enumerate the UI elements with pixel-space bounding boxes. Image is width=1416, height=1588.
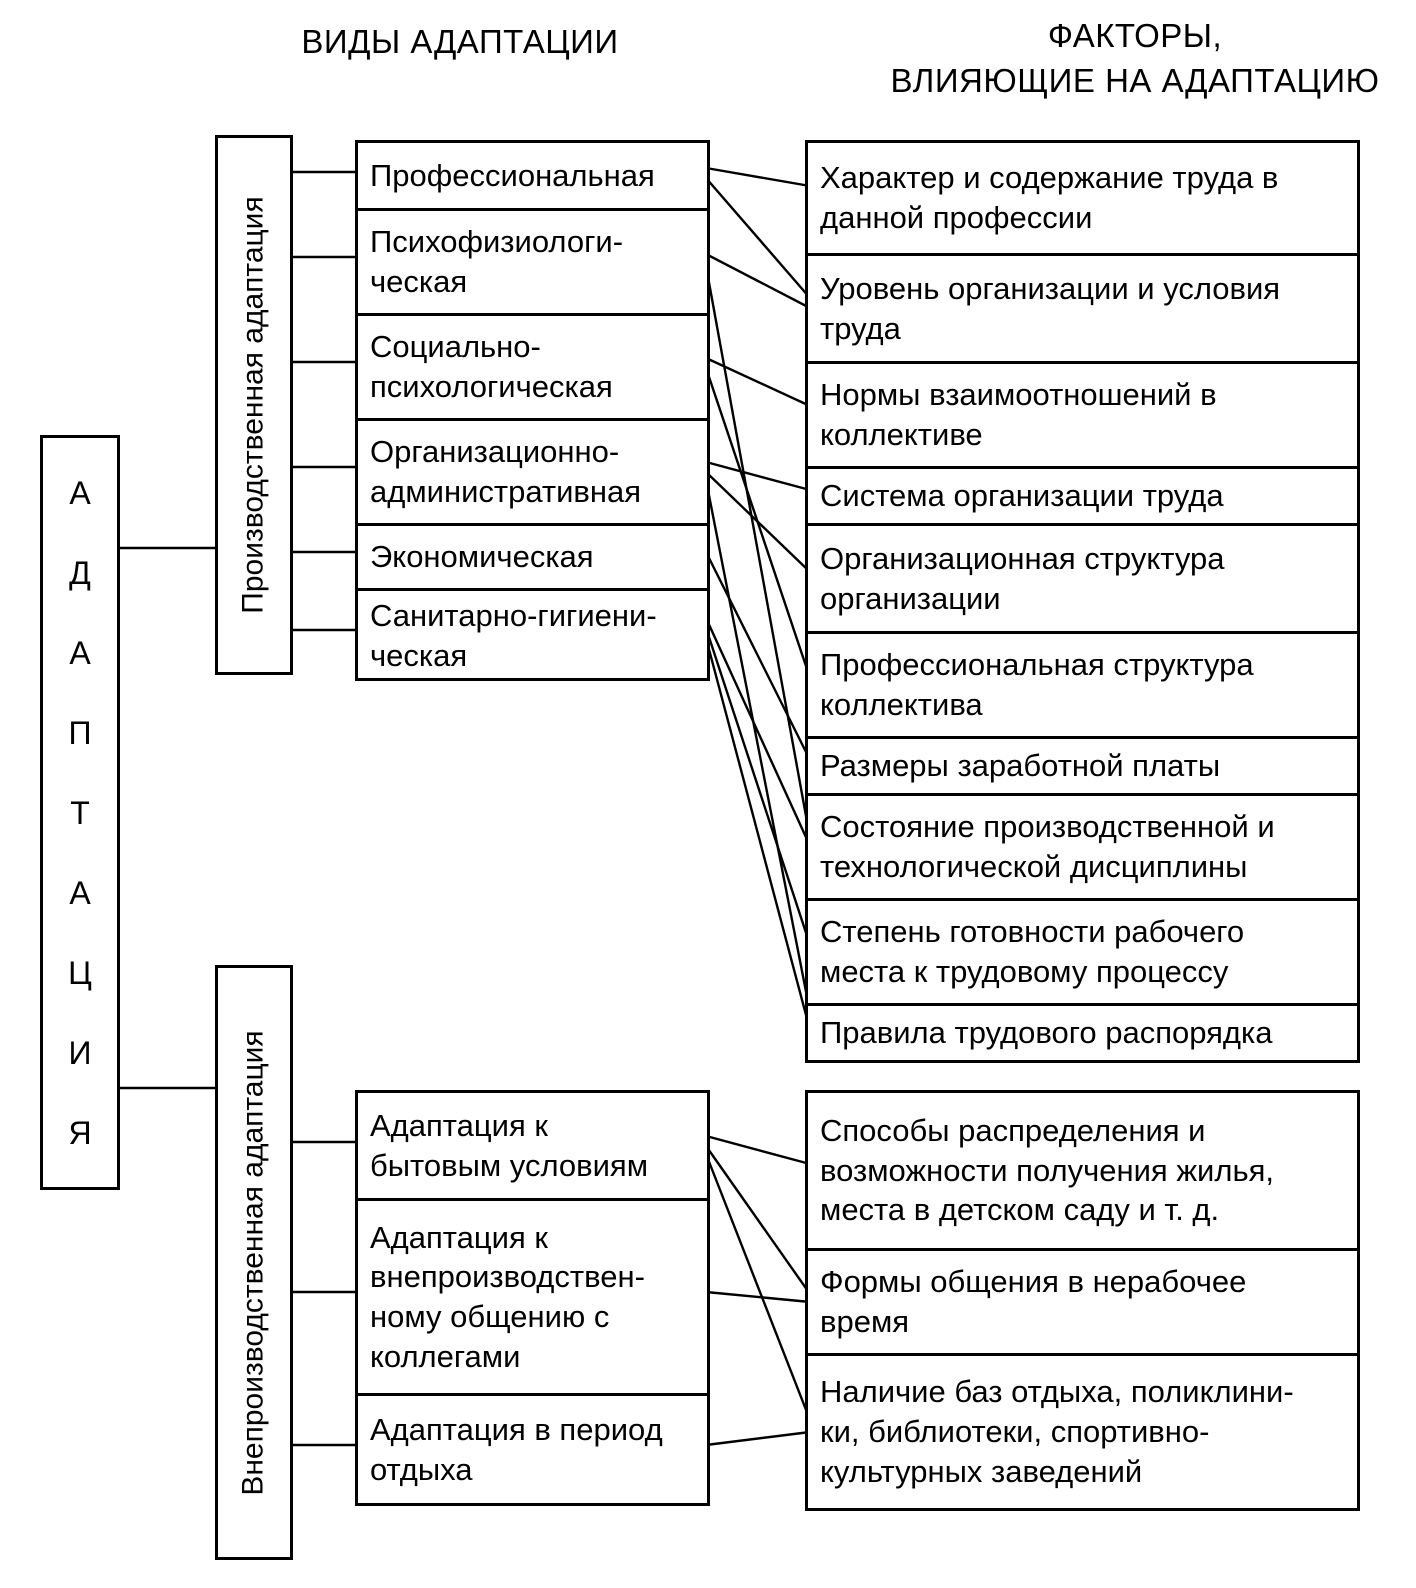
factor-label: Правила трудового распорядка [820, 1015, 1273, 1051]
type-box-psychophysiological: Психофизиологи- ческая [358, 208, 707, 313]
group-to-type-lines [290, 170, 358, 1447]
type-label: Профессиональная [370, 157, 655, 193]
root-to-group-lines [118, 546, 218, 1090]
factor-box-labor-organization-system: Система организации труда [808, 466, 1357, 523]
type-box-sanitary-hygienic: Санитарно-гигиени- ческая [358, 588, 707, 681]
factor-box-organizational-structure: Организационная структура организации [808, 523, 1357, 631]
non-production-types-column: Адаптация к бытовым условиям Адаптация к… [355, 1090, 710, 1506]
factor-label: Организационная структура организации [820, 540, 1225, 616]
factor-box-work-nature: Характер и содержание труда в данной про… [808, 143, 1357, 253]
type-box-socio-psychological: Социально- психологическая [358, 313, 707, 418]
factor-box-workplace-readiness: Степень готовности рабочего места к труд… [808, 898, 1357, 1003]
type-label: Организационно- административная [370, 434, 642, 509]
factor-box-discipline-state: Состояние производственной и технологиче… [808, 793, 1357, 898]
factor-label: Профессиональная структура коллектива [820, 647, 1254, 722]
non-production-factors-column: Способы распределения и возможности полу… [805, 1090, 1360, 1511]
factor-label: Характер и содержание труда в данной про… [820, 160, 1279, 235]
root-adaptation-label: А Д А П Т А Ц И Я [68, 474, 92, 1151]
type-label: Психофизиологи- ческая [370, 224, 624, 299]
production-group-label: Производственная адаптация [237, 196, 270, 614]
factor-box-off-hours-communication-forms: Формы общения в нерабочее время [808, 1248, 1357, 1353]
type-box-off-work-communication: Адаптация к внепроизводствен- ному общен… [358, 1198, 707, 1393]
type-to-factor-lines [704, 166, 812, 1447]
factor-label: Степень готовности рабочего места к труд… [820, 914, 1245, 989]
factor-label: Размеры заработной платы [820, 748, 1221, 784]
type-label: Экономическая [370, 539, 594, 575]
factor-label: Способы распределения и возможности полу… [820, 1112, 1275, 1228]
factor-label: Нормы взаимоотношений в коллективе [820, 377, 1217, 452]
factor-box-organization-level: Уровень организации и условия труда [808, 253, 1357, 361]
types-column-header: ВИДЫ АДАПТАЦИИ [301, 23, 619, 60]
type-label: Адаптация к бытовым условиям [370, 1107, 649, 1183]
non-production-group-label: Внепроизводственная адаптация [237, 1029, 270, 1496]
factor-label: Уровень организации и условия труда [820, 270, 1281, 346]
factor-box-salary-size: Размеры заработной платы [808, 736, 1357, 793]
non-production-group-box: Внепроизводственная адаптация [215, 965, 293, 1560]
factor-box-recreation-facilities: Наличие баз отдыха, поликлини- ки, библи… [808, 1353, 1357, 1508]
factor-box-relations-norms: Нормы взаимоотношений в коллективе [808, 361, 1357, 466]
factor-label: Состояние производственной и технологиче… [820, 809, 1275, 884]
root-adaptation-box: А Д А П Т А Ц И Я [40, 435, 120, 1190]
production-factors-column: Характер и содержание труда в данной про… [805, 140, 1360, 1063]
production-group-box: Производственная адаптация [215, 135, 293, 675]
type-label: Адаптация в период отдыха [370, 1411, 663, 1487]
type-box-professional: Профессиональная [358, 143, 707, 208]
factor-box-professional-structure: Профессиональная структура коллектива [808, 631, 1357, 736]
factor-label: Наличие баз отдыха, поликлини- ки, библи… [820, 1374, 1294, 1489]
factor-label: Формы общения в нерабочее время [820, 1264, 1247, 1339]
type-box-economic: Экономическая [358, 523, 707, 588]
type-label: Санитарно-гигиени- ческая [370, 598, 657, 673]
type-box-living-conditions: Адаптация к бытовым условиям [358, 1093, 707, 1198]
factor-box-housing-distribution: Способы распределения и возможности полу… [808, 1093, 1357, 1248]
type-box-organizational-administrative: Организационно- административная [358, 418, 707, 523]
production-types-column: Профессиональная Психофизиологи- ческая … [355, 140, 710, 681]
factor-label: Система организации труда [820, 478, 1224, 514]
factors-column-header: ФАКТОРЫ, ВЛИЯЮЩИЕ НА АДАПТАЦИЮ [890, 17, 1380, 99]
factor-box-work-schedule-rules: Правила трудового распорядка [808, 1003, 1357, 1060]
type-box-rest-period: Адаптация в период отдыха [358, 1393, 707, 1503]
type-label: Социально- психологическая [370, 329, 613, 404]
type-label: Адаптация к внепроизводствен- ному общен… [370, 1219, 645, 1374]
